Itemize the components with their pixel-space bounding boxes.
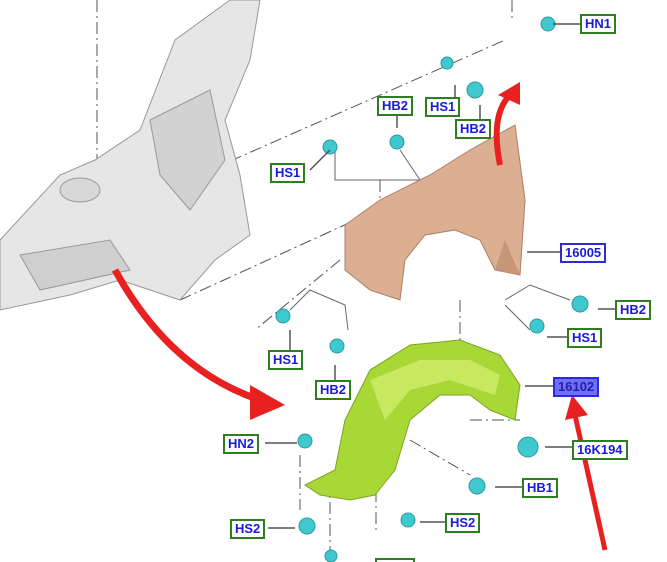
fender-illustration xyxy=(344,124,526,301)
callout-hs1[interactable]: HS1 xyxy=(425,97,461,117)
callout-hb2[interactable]: HB2 xyxy=(615,300,652,320)
callout-part-16005[interactable]: 16005 xyxy=(560,243,607,263)
body-structure-illustration xyxy=(0,0,261,311)
callout-hb2[interactable]: HB2 xyxy=(455,119,492,139)
callout-hb2[interactable]: HB2 xyxy=(315,380,352,400)
callout-hn1[interactable]: HN1 xyxy=(580,14,617,34)
callout-part-16102-highlighted[interactable]: 16102 xyxy=(553,377,600,397)
fastener-clips xyxy=(275,16,589,562)
callout-hb2[interactable]: HB2 xyxy=(377,96,414,116)
callout-hn2[interactable]: HN2 xyxy=(223,434,260,454)
callout-hs2[interactable]: HS2 xyxy=(445,513,481,533)
red-arrows xyxy=(111,82,608,551)
callout-hs1[interactable]: HS1 xyxy=(567,328,603,348)
callout-hs2[interactable]: HS2 xyxy=(230,519,266,539)
callout-cut-off[interactable] xyxy=(375,558,415,562)
callout-hb1[interactable]: HB1 xyxy=(522,478,559,498)
callout-hs1[interactable]: HS1 xyxy=(270,163,306,183)
callout-part-16k194[interactable]: 16K194 xyxy=(572,440,628,460)
callout-hs1[interactable]: HS1 xyxy=(268,350,304,370)
